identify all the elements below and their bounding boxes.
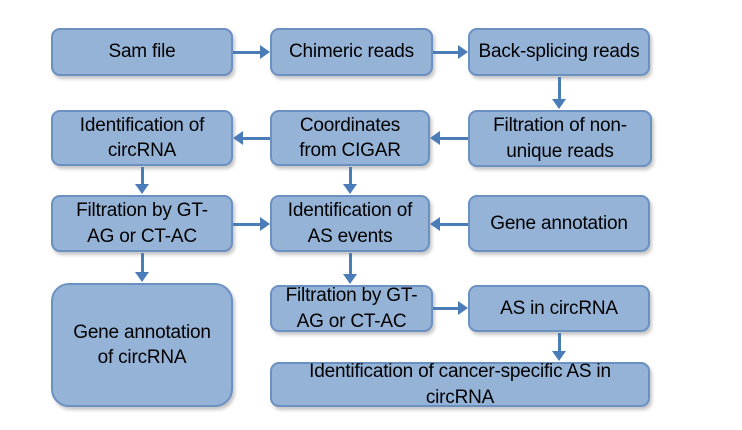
arrow-sam-file-to-chimeric-reads	[233, 45, 270, 59]
node-as-in-circrna: AS in circRNA	[468, 285, 650, 332]
node-identification-circrna: Identification of circRNA	[51, 110, 233, 166]
node-filtration-non-unique: Filtration of non- unique reads	[468, 110, 652, 167]
arrow-chimeric-reads-to-back-splicing-reads	[433, 45, 468, 59]
arrow-filtration-non-unique-to-coordinates-cigar	[430, 131, 468, 145]
arrow-filtration-gt-ag-to-gene-annotation-circrna	[135, 253, 149, 282]
arrow-back-splicing-reads-to-filtration-non-unique	[552, 77, 566, 109]
node-identification-as-events: Identification of AS events	[270, 195, 430, 252]
node-gene-annotation-circrna: Gene annotation of circRNA	[51, 283, 233, 407]
node-back-splicing-reads: Back-splicing reads	[468, 28, 650, 76]
arrow-filtration-gt-ag-2-to-as-in-circrna	[433, 301, 468, 315]
node-sam-file: Sam file	[51, 28, 233, 76]
arrow-coordinates-cigar-to-identification-circrna	[233, 131, 270, 145]
node-chimeric-reads: Chimeric reads	[270, 28, 433, 76]
node-coordinates-cigar: Coordinates from CIGAR	[270, 110, 430, 166]
node-cancer-specific-as: Identification of cancer-specific AS in …	[270, 361, 650, 408]
arrow-identification-circrna-to-filtration-gt-ag	[135, 167, 149, 194]
node-filtration-gt-ag-as: Filtration by GT- AG or CT-AC	[270, 285, 433, 332]
arrow-gene-annotation-to-identification-as-events	[430, 217, 468, 231]
arrow-as-in-circrna-to-cancer-specific-as	[552, 333, 566, 361]
arrow-coordinates-cigar-to-identification-as-events	[343, 167, 357, 194]
node-filtration-gt-ag-circ: Filtration by GT- AG or CT-AC	[51, 195, 233, 252]
node-gene-annotation: Gene annotation	[468, 195, 650, 252]
arrow-filtration-gt-ag-to-identification-as-events	[233, 217, 270, 231]
arrow-identification-as-events-to-filtration-gt-ag-2	[343, 253, 357, 284]
